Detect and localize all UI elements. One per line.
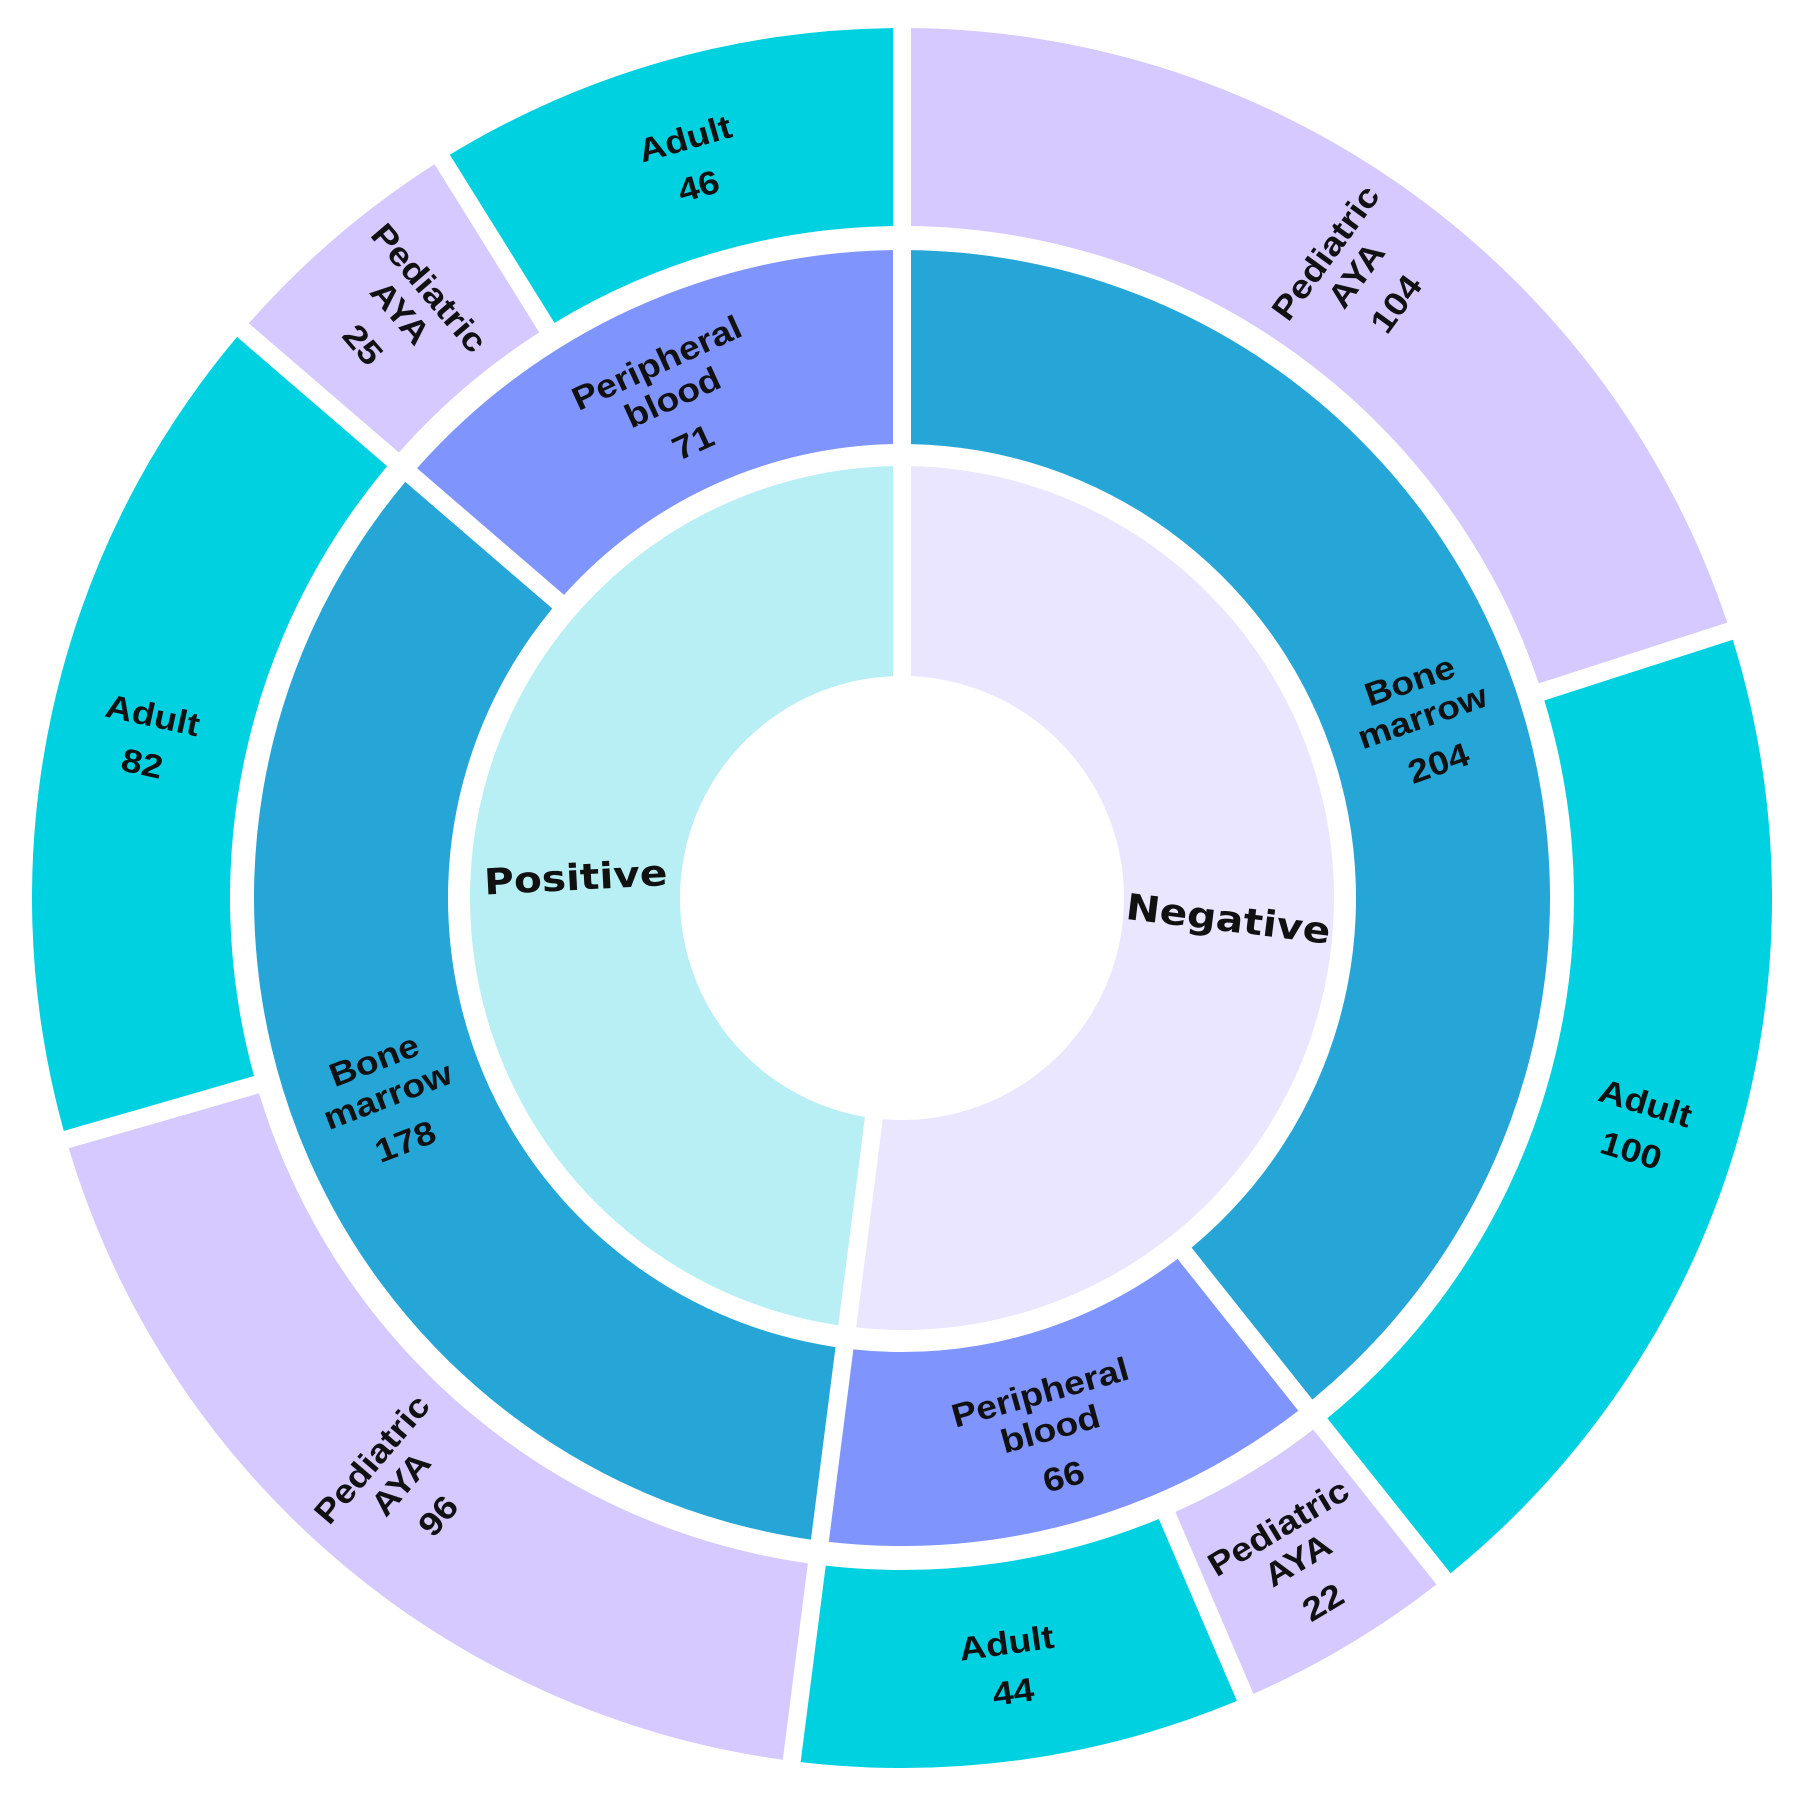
result-segment-negative-0 [856,466,1334,1331]
label-result-1: Positive [483,852,668,904]
sample-segment-peripheral-blood-1 [828,1258,1299,1546]
age-group-segment-pediatric-aya-2 [1175,1429,1437,1694]
age-group-segment-pediatric-aya-6 [248,164,540,453]
result-segment-positive-1 [470,466,894,1326]
sample-ring [254,250,1551,1546]
age-group-segment-adult-1 [1327,639,1772,1574]
age-group-segment-pediatric-aya-4 [68,1093,808,1760]
age-group-ring [31,28,1772,1768]
sample-segment-bone-marrow-2 [254,481,836,1540]
age-group-segment-adult-3 [800,1518,1237,1768]
age-group-segment-pediatric-aya-0 [910,28,1728,684]
result-ring [470,466,1334,1331]
sample-segment-bone-marrow-0 [910,250,1551,1400]
label-sample-0: Bonemarrow204 [1340,642,1509,804]
age-group-segment-adult-7 [449,28,894,323]
age-group-segment-adult-5 [31,336,388,1132]
sample-segment-peripheral-blood-3 [417,250,894,595]
